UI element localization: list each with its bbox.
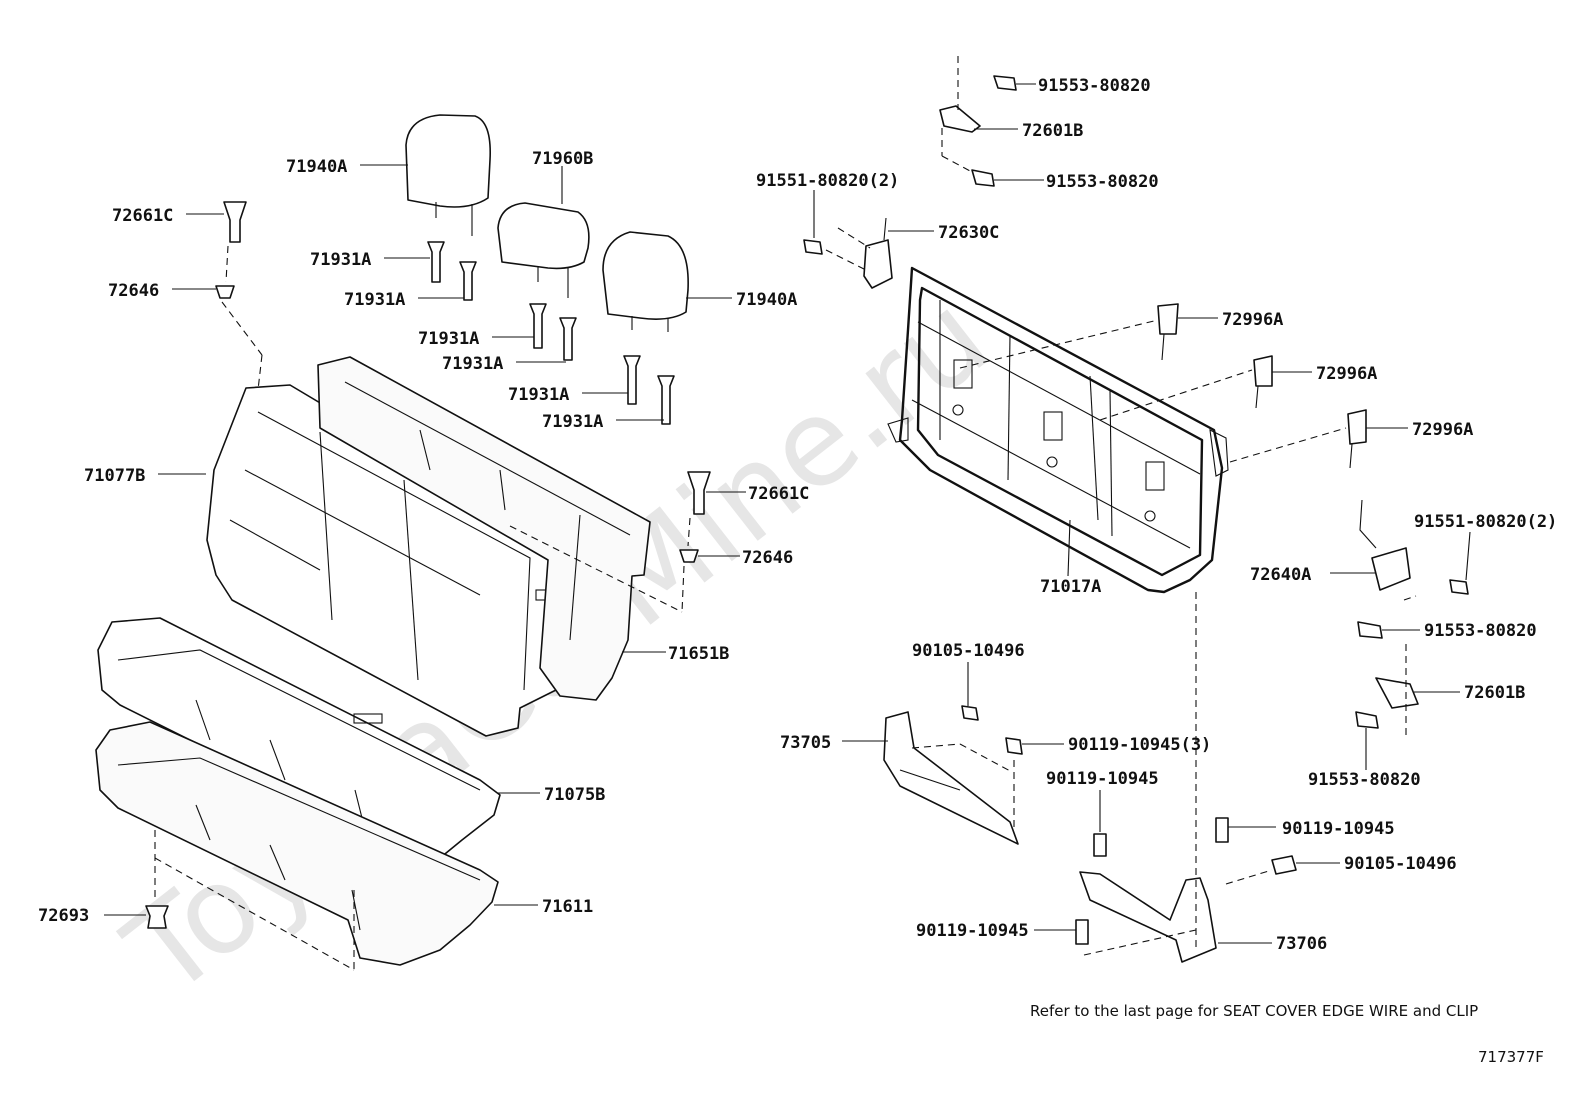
label-72640A: 72640A: [1250, 565, 1311, 585]
belt-guides-72996A: [1157, 303, 1367, 469]
label-71931A-6: 71931A: [542, 412, 603, 432]
label-72661C-upper: 72661C: [112, 206, 173, 226]
label-72601B-lower: 72601B: [1464, 683, 1525, 703]
label-71077B: 71077B: [84, 466, 145, 486]
headrest-left: [405, 114, 492, 236]
label-72996A-1: 72996A: [1222, 310, 1283, 330]
label-71931A-3: 71931A: [418, 329, 479, 349]
label-90119-10945-3: 90119-10945(3): [1068, 735, 1211, 755]
label-91553-80820-1: 91553-80820: [1038, 76, 1151, 96]
bracket-73705: [883, 711, 1019, 845]
label-91551-80820-left: 91551-80820(2): [756, 171, 899, 191]
label-91553-80820-2: 91553-80820: [1046, 172, 1159, 192]
seat-cushion-pad: [95, 721, 499, 966]
label-71075B: 71075B: [544, 785, 605, 805]
label-71017A: 71017A: [1040, 577, 1101, 597]
label-71611: 71611: [542, 897, 593, 917]
label-71651B: 71651B: [668, 644, 729, 664]
label-71931A-5: 71931A: [508, 385, 569, 405]
label-71960B: 71960B: [532, 149, 593, 169]
diagram-code: 717377F: [1478, 1048, 1544, 1066]
label-72996A-2: 72996A: [1316, 364, 1377, 384]
bracket-72601B-lower: [1375, 677, 1419, 709]
label-90119-10945-c: 90119-10945: [916, 921, 1029, 941]
clip-72646-lower: [679, 549, 699, 563]
label-90105-10496-2: 90105-10496: [1344, 854, 1457, 874]
label-72996A-3: 72996A: [1412, 420, 1473, 440]
label-72601B-upper: 72601B: [1022, 121, 1083, 141]
label-71931A-4: 71931A: [442, 354, 503, 374]
label-72630C: 72630C: [938, 223, 999, 243]
seatback-frame: [887, 266, 1229, 594]
hinge-72630C: [863, 217, 893, 289]
label-91553-80820-4: 91553-80820: [1308, 770, 1421, 790]
label-73706: 73706: [1276, 934, 1327, 954]
lock-knob-72661C-lower: [687, 471, 711, 515]
bolts: [803, 75, 1469, 945]
label-90119-10945-a: 90119-10945: [1046, 769, 1159, 789]
label-71931A-2: 71931A: [344, 290, 405, 310]
headrest-center: [497, 202, 590, 298]
label-72693: 72693: [38, 906, 89, 926]
hinge-72640A: [1359, 499, 1411, 591]
clip-72693: [145, 905, 169, 929]
label-72646-lower: 72646: [742, 548, 793, 568]
label-90105-10496-1: 90105-10496: [912, 641, 1025, 661]
bracket-73706: [1079, 871, 1217, 963]
label-91553-80820-3: 91553-80820: [1424, 621, 1537, 641]
label-72661C-lower: 72661C: [748, 484, 809, 504]
clip-72646-upper: [215, 285, 235, 299]
headrest-supports: [427, 241, 675, 425]
headrest-right: [602, 231, 689, 332]
label-91551-80820-right: 91551-80820(2): [1414, 512, 1557, 532]
lock-knob-72661C-upper: [223, 201, 247, 243]
seatback-pad: [317, 356, 651, 701]
label-72646-upper: 72646: [108, 281, 159, 301]
label-71931A-1: 71931A: [310, 250, 371, 270]
label-71940A-right: 71940A: [736, 290, 797, 310]
reference-note: Refer to the last page for SEAT COVER ED…: [1030, 1002, 1478, 1020]
label-90119-10945-b: 90119-10945: [1282, 819, 1395, 839]
label-71940A-left: 71940A: [286, 157, 347, 177]
label-73705: 73705: [780, 733, 831, 753]
bracket-72601B-upper: [939, 105, 981, 133]
